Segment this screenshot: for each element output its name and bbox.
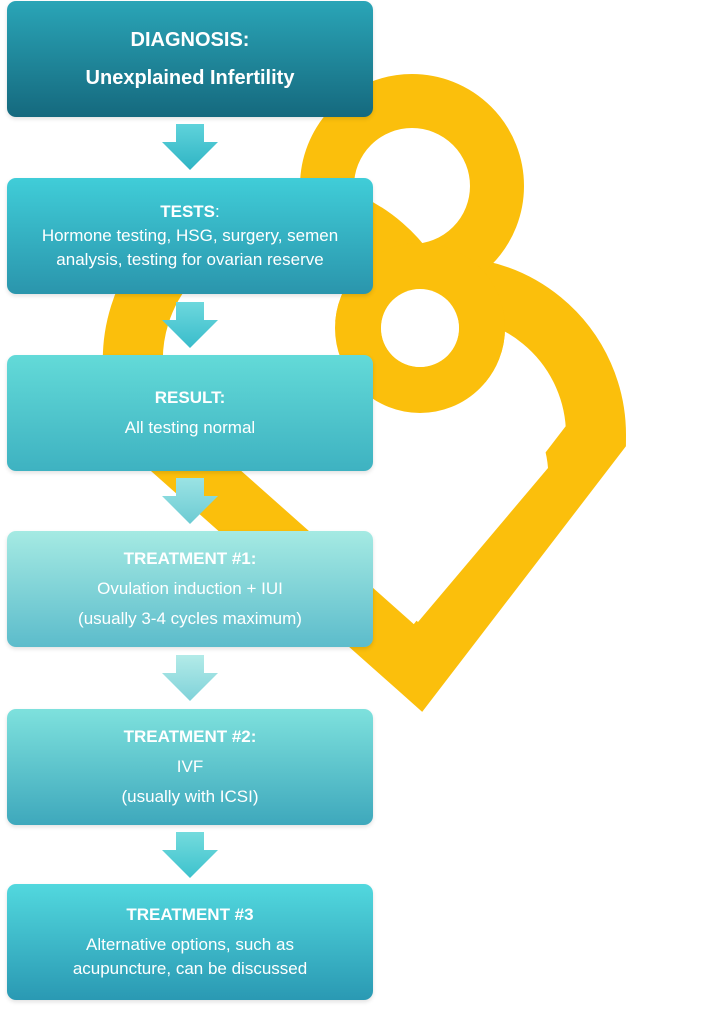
step-title: TREATMENT #1: [123,549,257,568]
step-title: TESTS [160,202,216,221]
middle-ring-overlay [335,243,505,413]
step-line: IVF [176,757,204,776]
step-line: analysis, testing for ovarian reserve [56,250,324,269]
down-arrow-icon [162,655,218,701]
step-line: (usually 3-4 cycles maximum) [78,609,302,628]
step-title: TREATMENT #2: [123,727,257,746]
step-title: RESULT: [154,388,226,407]
down-arrow-icon [162,124,218,170]
step-box-tests: TESTS: Hormone testing, HSG, surgery, se… [7,178,373,294]
middle-ring-hole [381,289,459,367]
down-arrow-icon [162,832,218,878]
step-line: Ovulation induction + IUI [97,579,283,598]
step-title: DIAGNOSIS: [130,29,250,51]
step-title-suffix: : [215,202,220,221]
step-title-row: TESTS: [160,200,220,224]
step-line: Hormone testing, HSG, surgery, semen [41,226,339,245]
down-arrow-icon [162,478,218,524]
step-line: Alternative options, such as [86,935,294,954]
step-box-treatment-1: TREATMENT #1: Ovulation induction + IUI … [7,531,373,647]
down-arrow-icon [162,302,218,348]
step-line: acupuncture, can be discussed [72,959,308,978]
step-title: TREATMENT #3 [126,905,254,924]
step-box-treatment-3: TREATMENT #3 Alternative options, such a… [7,884,373,1000]
step-box-diagnosis: DIAGNOSIS: Unexplained Infertility [7,1,373,117]
step-box-treatment-2: TREATMENT #2: IVF (usually with ICSI) [7,709,373,825]
step-box-result: RESULT: All testing normal [7,355,373,471]
step-line: (usually with ICSI) [121,787,259,806]
step-line: All testing normal [124,418,256,437]
step-line: Unexplained Infertility [85,67,295,89]
